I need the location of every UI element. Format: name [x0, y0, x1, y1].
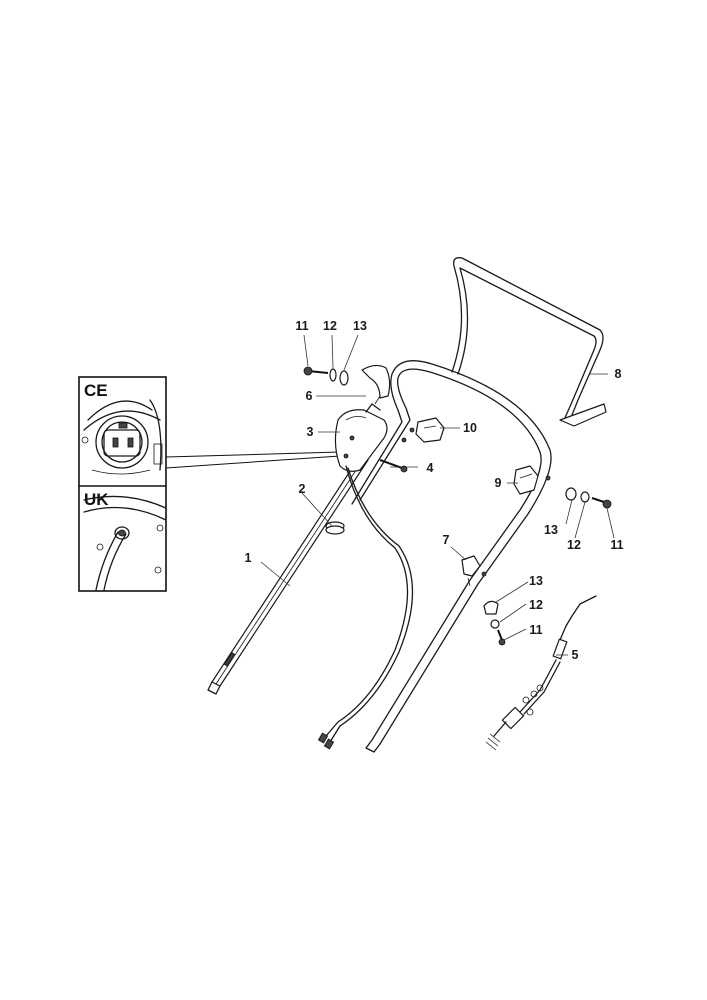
- lower-handle-tube: [207, 455, 369, 695]
- uk-socket-drawing: [83, 495, 167, 591]
- callout-9: 9: [495, 476, 502, 490]
- callout-12-lower: 12: [529, 598, 543, 612]
- callout-10: 10: [463, 421, 477, 435]
- hardware-set-upper-left: [303, 366, 349, 386]
- leader-lines: [260, 334, 615, 656]
- hardware-set-lower: [483, 600, 506, 646]
- bail-lever: [451, 257, 607, 427]
- switch-box: [334, 395, 388, 472]
- inset-label-ce: CE: [84, 381, 108, 400]
- handle-knob-10: [415, 417, 445, 443]
- cable-clip: [325, 521, 345, 535]
- callout-8: 8: [615, 367, 622, 381]
- callout-12-right: 12: [567, 538, 581, 552]
- inset-panel: CE UK: [78, 376, 167, 592]
- callout-13-right: 13: [544, 523, 558, 537]
- callout-4: 4: [427, 461, 434, 475]
- callout-5: 5: [572, 648, 579, 662]
- callout-12-upper: 12: [323, 319, 337, 333]
- upper-handle-tube: [351, 360, 552, 753]
- callout-13-upper: 13: [353, 319, 367, 333]
- callout-3: 3: [307, 425, 314, 439]
- callout-2: 2: [299, 482, 306, 496]
- control-cable: [485, 595, 597, 751]
- callout-7: 7: [443, 533, 450, 547]
- cable-guide: [461, 555, 481, 587]
- inset-label-uk: UK: [84, 490, 109, 509]
- callout-labels: 1 2 3 4 5 6 7 8 9 10 11 12 13 11 12 13 1…: [245, 319, 624, 662]
- callout-11-lower: 11: [529, 623, 542, 637]
- ce-socket-drawing: [81, 399, 163, 475]
- callout-11-right: 11: [610, 538, 623, 552]
- switch-cover: [361, 364, 391, 399]
- callout-11-upper: 11: [295, 319, 308, 333]
- handle-knob-9: [513, 465, 539, 495]
- hardware-set-right: [565, 487, 612, 509]
- callout-13-lower: 13: [529, 574, 543, 588]
- callout-1: 1: [245, 551, 252, 565]
- switch-cable: [317, 465, 414, 750]
- callout-6: 6: [306, 389, 313, 403]
- inset-connector-lines: [165, 451, 341, 469]
